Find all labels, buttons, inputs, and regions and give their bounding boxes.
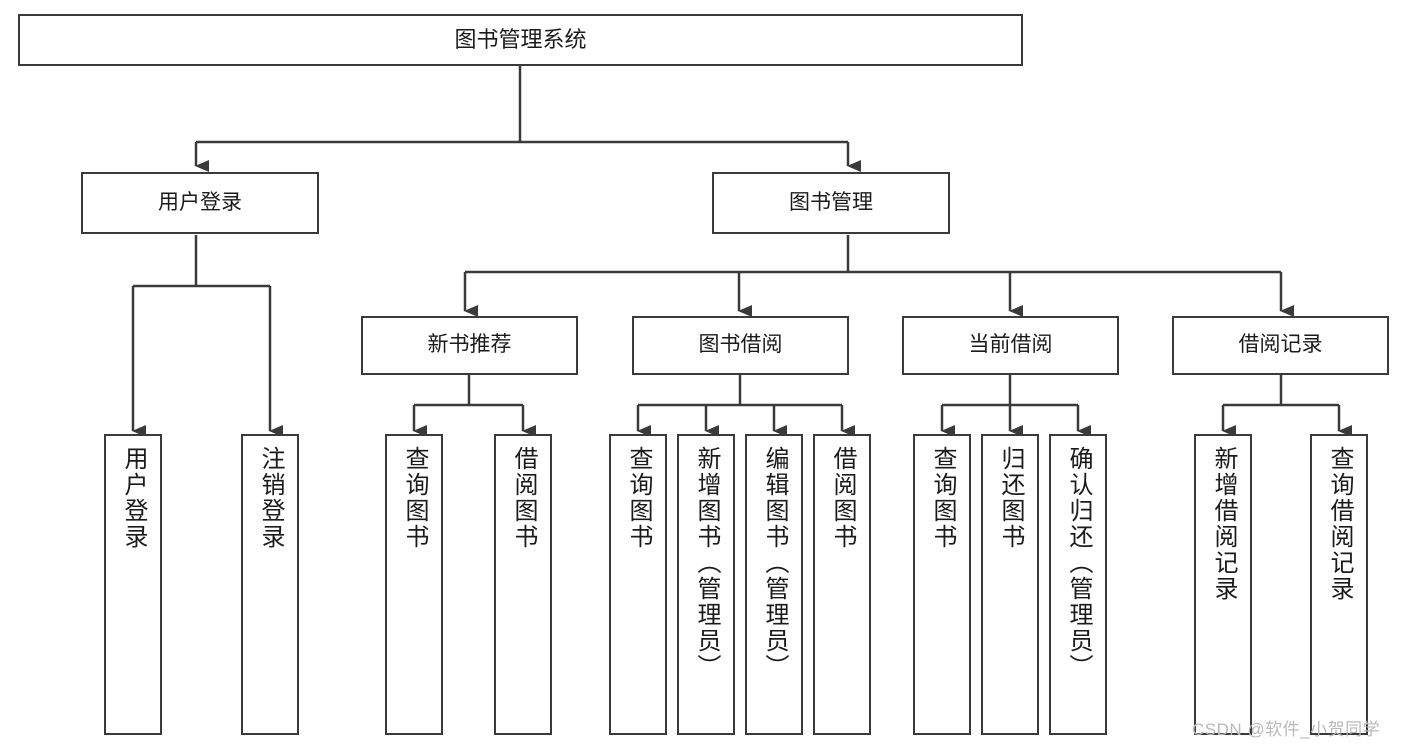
node-label: 编辑图书（管理员） xyxy=(761,446,788,680)
node-label: 图书管理 xyxy=(789,190,873,214)
node-label: 借阅图书 xyxy=(510,446,537,550)
node-borrow-record[interactable]: 借阅记录 xyxy=(1172,316,1389,375)
node-label: 查询图书 xyxy=(625,446,652,550)
node-label: 注销登录 xyxy=(257,446,284,550)
leaf-newbook-borrow-book[interactable]: 借阅图书 xyxy=(494,434,552,735)
node-label: 新书推荐 xyxy=(427,333,512,357)
node-book-management[interactable]: 图书管理 xyxy=(712,172,950,234)
node-label: 查询图书 xyxy=(929,446,956,550)
node-book-borrow[interactable]: 图书借阅 xyxy=(632,316,849,375)
leaf-newbook-query-book[interactable]: 查询图书 xyxy=(385,434,443,735)
node-label: 借阅记录 xyxy=(1238,333,1323,357)
node-label: 归还图书 xyxy=(997,446,1024,550)
leaf-user-login[interactable]: 用户登录 xyxy=(104,434,162,735)
csdn-watermark: CSDN @软件_小贺同学 xyxy=(1192,720,1381,739)
node-label: 确认归还（管理员） xyxy=(1065,446,1092,680)
node-label: 查询图书 xyxy=(401,446,428,550)
leaf-borrow-add-book-admin[interactable]: 新增图书（管理员） xyxy=(677,434,735,735)
node-label: 用户登录 xyxy=(158,190,242,214)
leaf-logout[interactable]: 注销登录 xyxy=(241,434,299,735)
node-root-system[interactable]: 图书管理系统 xyxy=(18,14,1023,66)
leaf-record-query-record[interactable]: 查询借阅记录 xyxy=(1310,434,1368,735)
leaf-current-confirm-return-admin[interactable]: 确认归还（管理员） xyxy=(1049,434,1107,735)
leaf-borrow-borrow-book[interactable]: 借阅图书 xyxy=(813,434,871,735)
leaf-borrow-edit-book-admin[interactable]: 编辑图书（管理员） xyxy=(745,434,803,735)
node-new-book-recommend[interactable]: 新书推荐 xyxy=(361,316,578,375)
node-current-borrow[interactable]: 当前借阅 xyxy=(902,316,1119,375)
leaf-current-query-book[interactable]: 查询图书 xyxy=(913,434,971,735)
node-user-login[interactable]: 用户登录 xyxy=(81,172,319,234)
node-label: 新增借阅记录 xyxy=(1210,446,1237,602)
leaf-record-add-record[interactable]: 新增借阅记录 xyxy=(1194,434,1252,735)
node-label: 借阅图书 xyxy=(829,446,856,550)
node-label: 当前借阅 xyxy=(968,333,1053,357)
node-label: 查询借阅记录 xyxy=(1326,446,1353,602)
node-label: 图书借阅 xyxy=(698,333,783,357)
node-label: 新增图书（管理员） xyxy=(693,446,720,680)
node-label: 用户登录 xyxy=(120,446,147,550)
leaf-current-return-book[interactable]: 归还图书 xyxy=(981,434,1039,735)
leaf-borrow-query-book[interactable]: 查询图书 xyxy=(609,434,667,735)
node-label: 图书管理系统 xyxy=(454,27,587,53)
